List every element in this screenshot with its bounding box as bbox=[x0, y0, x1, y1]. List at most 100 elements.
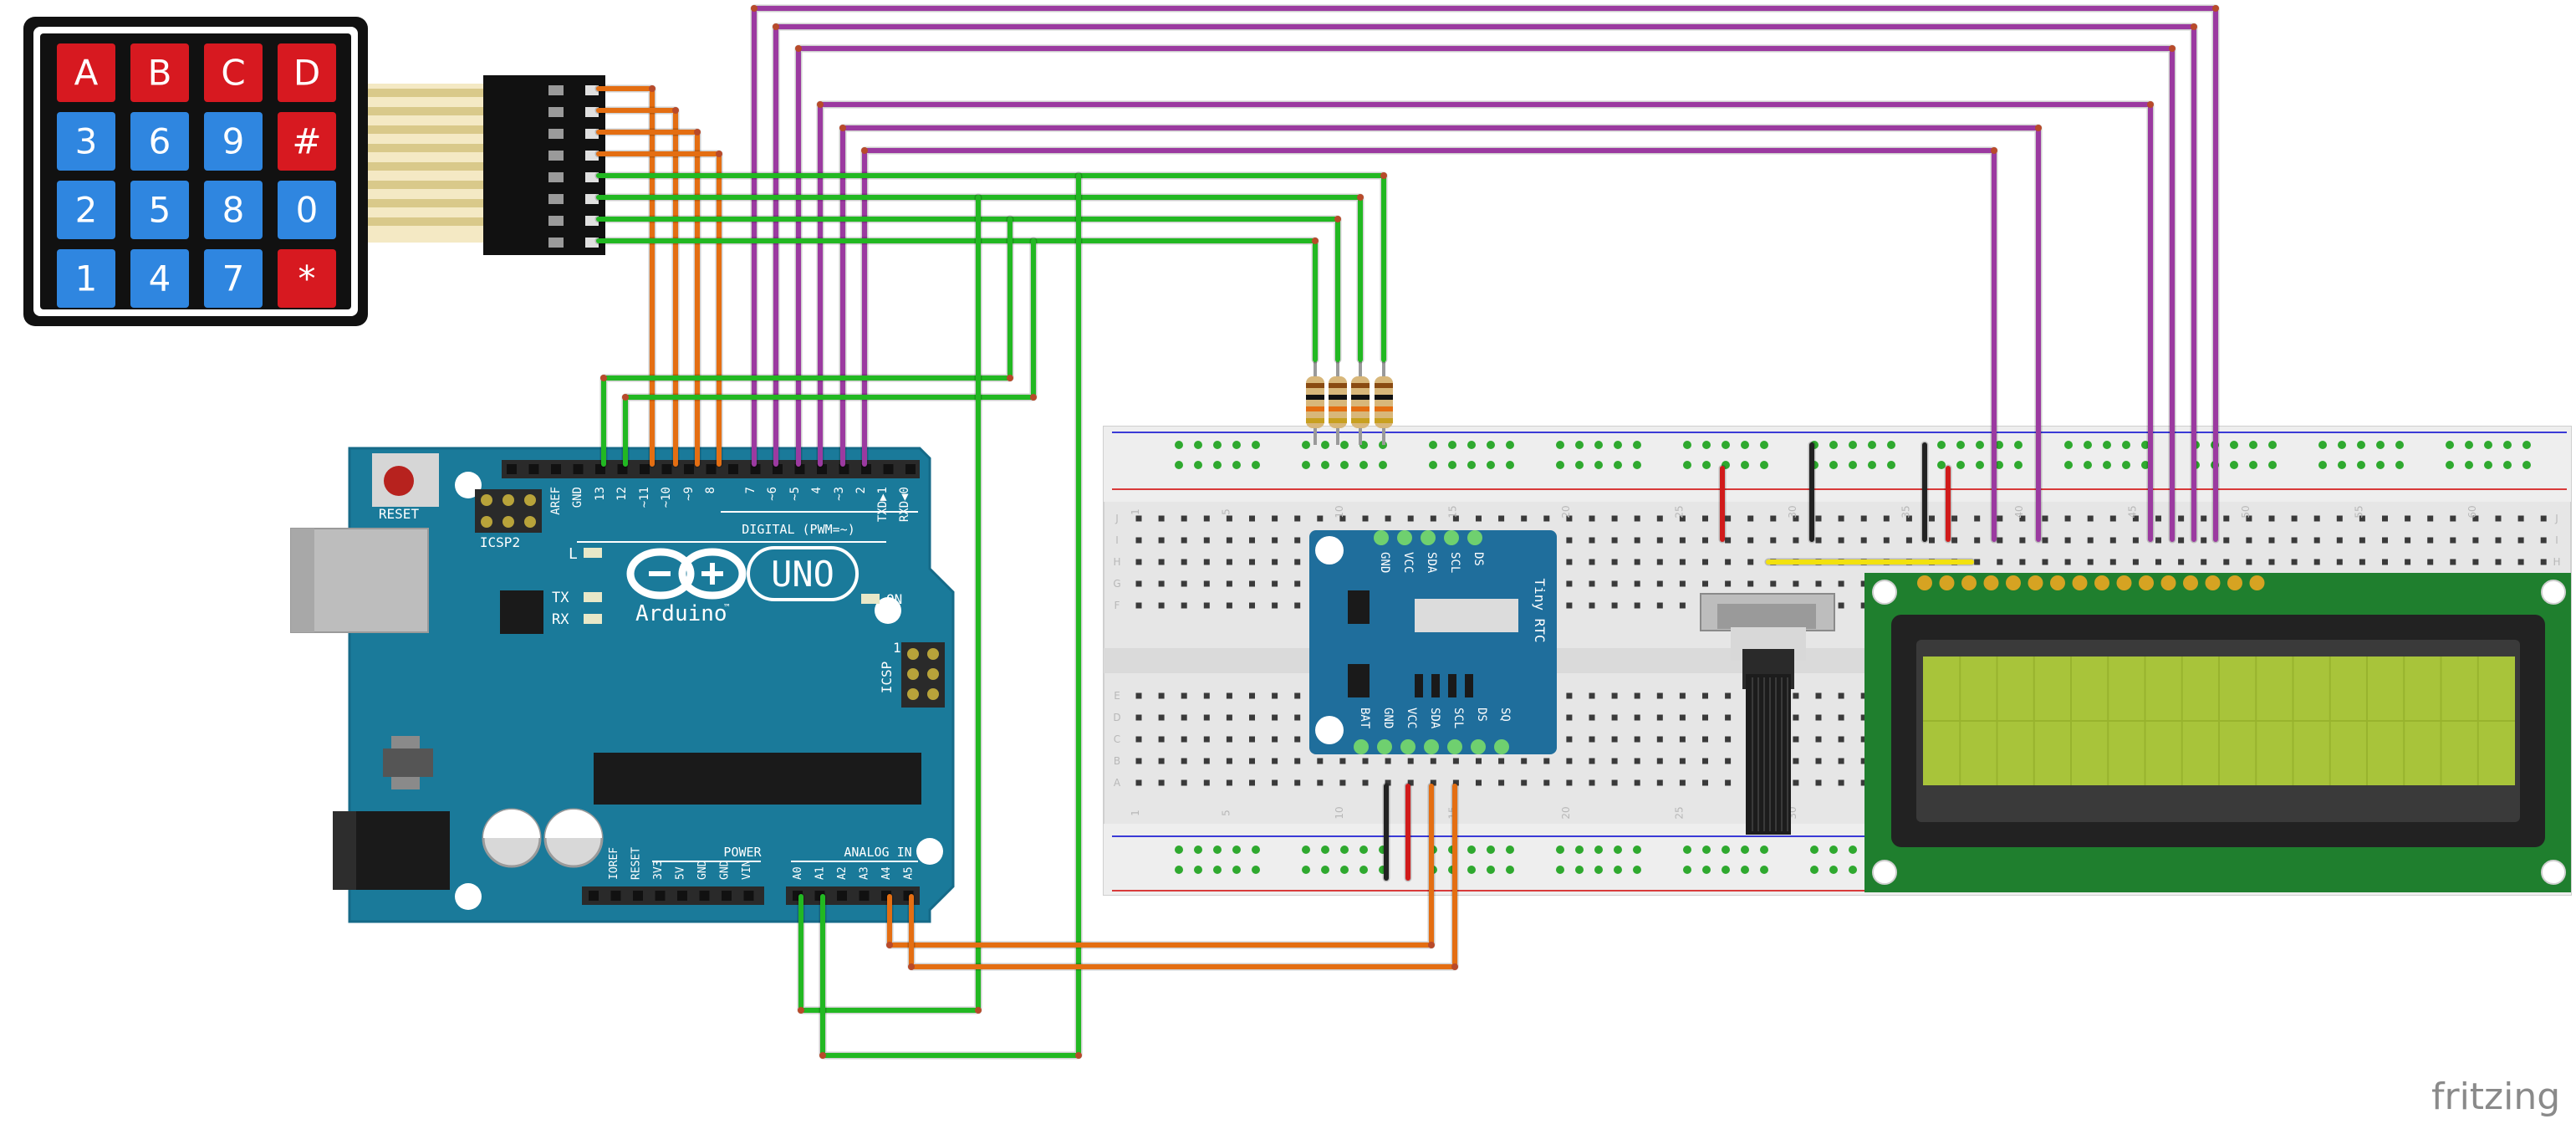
reset-label: RESET bbox=[379, 506, 420, 522]
pin-label: ~11 bbox=[638, 487, 651, 508]
row-letter: I bbox=[2555, 534, 2558, 546]
purple-wire bbox=[796, 46, 2175, 542]
pin-label: TXD▶1 bbox=[876, 487, 890, 522]
green-wire bbox=[601, 217, 1013, 467]
pin-label: A3 bbox=[859, 866, 871, 880]
orange-wire bbox=[909, 784, 1457, 969]
pin-label: RXD◀0 bbox=[898, 487, 911, 522]
key-d[interactable]: D bbox=[278, 43, 336, 102]
icsp-one: 1 bbox=[893, 640, 901, 656]
key-9[interactable]: 9 bbox=[204, 112, 263, 171]
key-6[interactable]: 6 bbox=[130, 112, 189, 171]
pin-label: 4 bbox=[810, 487, 824, 493]
row-letter: J bbox=[2554, 513, 2558, 524]
resistor bbox=[1375, 360, 1393, 445]
rtc-pin-label: VCC bbox=[1401, 552, 1415, 573]
column-number: 25 bbox=[1673, 806, 1685, 819]
atmega-chip bbox=[594, 753, 921, 805]
uno-badge bbox=[747, 546, 859, 601]
pin-label: 8 bbox=[704, 487, 717, 493]
row-letter: C bbox=[1114, 733, 1120, 745]
purple-wire bbox=[840, 125, 2041, 542]
key-8[interactable]: 8 bbox=[204, 181, 263, 239]
row-letter: A bbox=[1114, 777, 1121, 789]
key-hash[interactable]: # bbox=[278, 112, 336, 171]
key-c[interactable]: C bbox=[204, 43, 263, 102]
column-number: 10 bbox=[1334, 806, 1345, 819]
capacitor-2 bbox=[543, 808, 604, 868]
key-label: A bbox=[74, 53, 99, 94]
key-3[interactable]: 3 bbox=[57, 112, 115, 171]
pin-label: A0 bbox=[792, 866, 804, 880]
analog-label: ANALOG IN bbox=[844, 845, 911, 860]
key-label: C bbox=[221, 53, 245, 94]
icsp2-label: ICSP2 bbox=[480, 534, 520, 550]
power-label: POWER bbox=[723, 845, 762, 860]
column-number: 55 bbox=[2353, 505, 2364, 518]
key-label: # bbox=[292, 121, 321, 162]
rtc-pin-label: GND bbox=[1381, 708, 1395, 728]
purple-wire bbox=[818, 102, 2153, 542]
pin-label: VIN bbox=[741, 861, 753, 880]
rtc-pin-label: SDA bbox=[1425, 552, 1438, 574]
rtc-pin-label: SCL bbox=[1448, 552, 1461, 573]
rtc-crystal bbox=[1415, 599, 1518, 632]
key-label: 4 bbox=[149, 258, 171, 299]
tx-label: TX bbox=[552, 590, 569, 606]
pin-label: 7 bbox=[744, 487, 757, 493]
pin-label: 2 bbox=[854, 487, 868, 493]
purple-wire bbox=[862, 148, 1997, 542]
column-number: 60 bbox=[2466, 505, 2478, 518]
capacitor-1 bbox=[482, 808, 542, 868]
fritzing-watermark: fritzing bbox=[2431, 1075, 2560, 1118]
pin-label: A2 bbox=[836, 866, 849, 880]
orange-wire bbox=[596, 108, 678, 467]
key-7[interactable]: 7 bbox=[204, 249, 263, 308]
pin-label: GND bbox=[571, 487, 584, 508]
key-label: 8 bbox=[222, 190, 245, 231]
reset-button[interactable] bbox=[384, 466, 414, 496]
svg-text:™: ™ bbox=[724, 602, 730, 613]
pin-label: ~5 bbox=[788, 487, 802, 501]
potentiometer bbox=[1700, 593, 1835, 835]
column-number: 35 bbox=[1900, 505, 1911, 518]
analog-header bbox=[786, 886, 920, 905]
row-letter: I bbox=[1115, 534, 1119, 546]
column-number: 50 bbox=[2240, 505, 2252, 518]
column-number: 5 bbox=[1220, 508, 1232, 515]
key-2[interactable]: 2 bbox=[57, 181, 115, 239]
key-label: 3 bbox=[75, 121, 98, 162]
column-number: 30 bbox=[1787, 505, 1798, 518]
key-label: * bbox=[298, 258, 316, 299]
power-header bbox=[582, 886, 764, 905]
rx-led bbox=[584, 614, 602, 624]
rtc-pin-label: DS bbox=[1475, 708, 1488, 722]
key-1[interactable]: 1 bbox=[57, 249, 115, 308]
uno-label: UNO bbox=[771, 554, 834, 595]
green-wire bbox=[820, 173, 1081, 1058]
key-label: 6 bbox=[149, 121, 171, 162]
key-4[interactable]: 4 bbox=[130, 249, 189, 308]
column-number: 20 bbox=[1560, 505, 1572, 518]
key-0[interactable]: 0 bbox=[278, 181, 336, 239]
tx-led bbox=[584, 592, 602, 602]
key-a[interactable]: A bbox=[57, 43, 115, 102]
pin-label: A5 bbox=[903, 866, 916, 880]
pin-label: ~6 bbox=[766, 487, 779, 501]
row-letter: B bbox=[1114, 755, 1120, 767]
resistor bbox=[1329, 360, 1347, 445]
key-star[interactable]: * bbox=[278, 249, 336, 308]
key-5[interactable]: 5 bbox=[130, 181, 189, 239]
key-label: 7 bbox=[222, 258, 245, 299]
key-b[interactable]: B bbox=[130, 43, 189, 102]
column-number: 25 bbox=[1673, 505, 1685, 518]
key-label: 2 bbox=[75, 190, 98, 231]
row-letter: G bbox=[1113, 578, 1120, 590]
key-label: B bbox=[148, 53, 172, 94]
purple-wire bbox=[773, 24, 2196, 542]
column-number: 5 bbox=[1220, 810, 1232, 816]
orange-wire bbox=[596, 130, 700, 467]
row-letter: H bbox=[1113, 556, 1120, 568]
